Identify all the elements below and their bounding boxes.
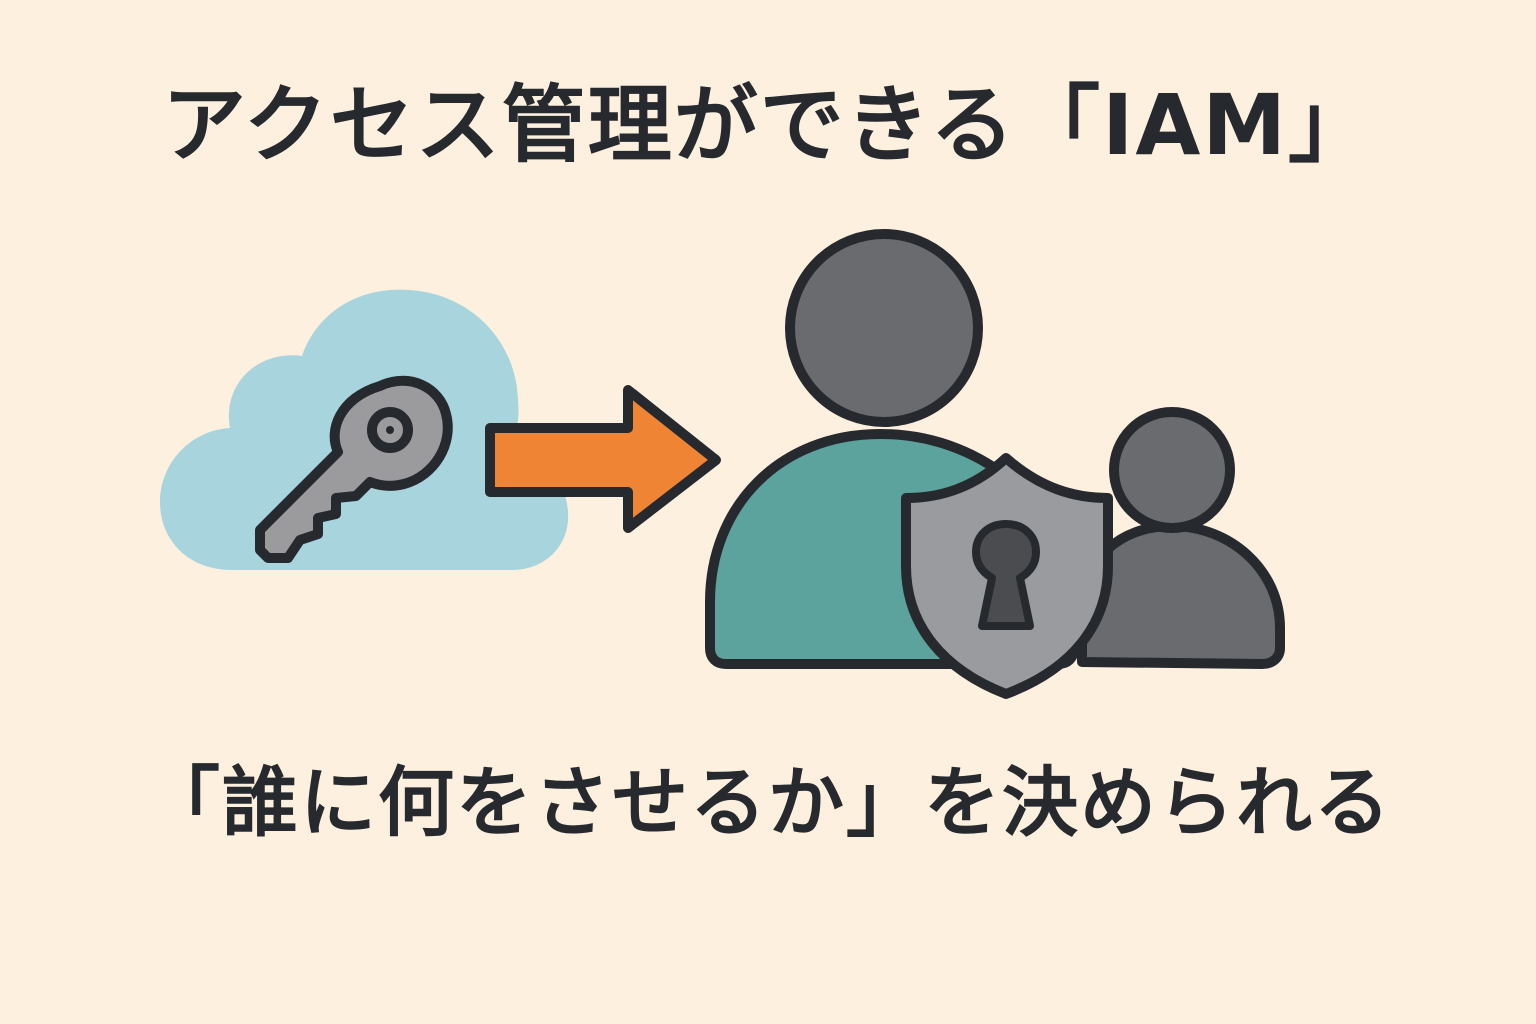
shield-lock-icon bbox=[901, 453, 1113, 699]
key-icon bbox=[255, 375, 453, 563]
keyhole-icon bbox=[972, 520, 1040, 630]
caption-text: 「誰に何をさせるか」を決められる bbox=[144, 758, 1392, 847]
key-hole-dot bbox=[386, 426, 394, 434]
page-title: アクセス管理ができる「IAM」 bbox=[162, 76, 1374, 174]
secondary-user-head bbox=[1109, 407, 1235, 533]
arrow-right-icon bbox=[485, 385, 721, 533]
arrow-shape bbox=[485, 385, 721, 533]
user-head bbox=[785, 229, 983, 427]
